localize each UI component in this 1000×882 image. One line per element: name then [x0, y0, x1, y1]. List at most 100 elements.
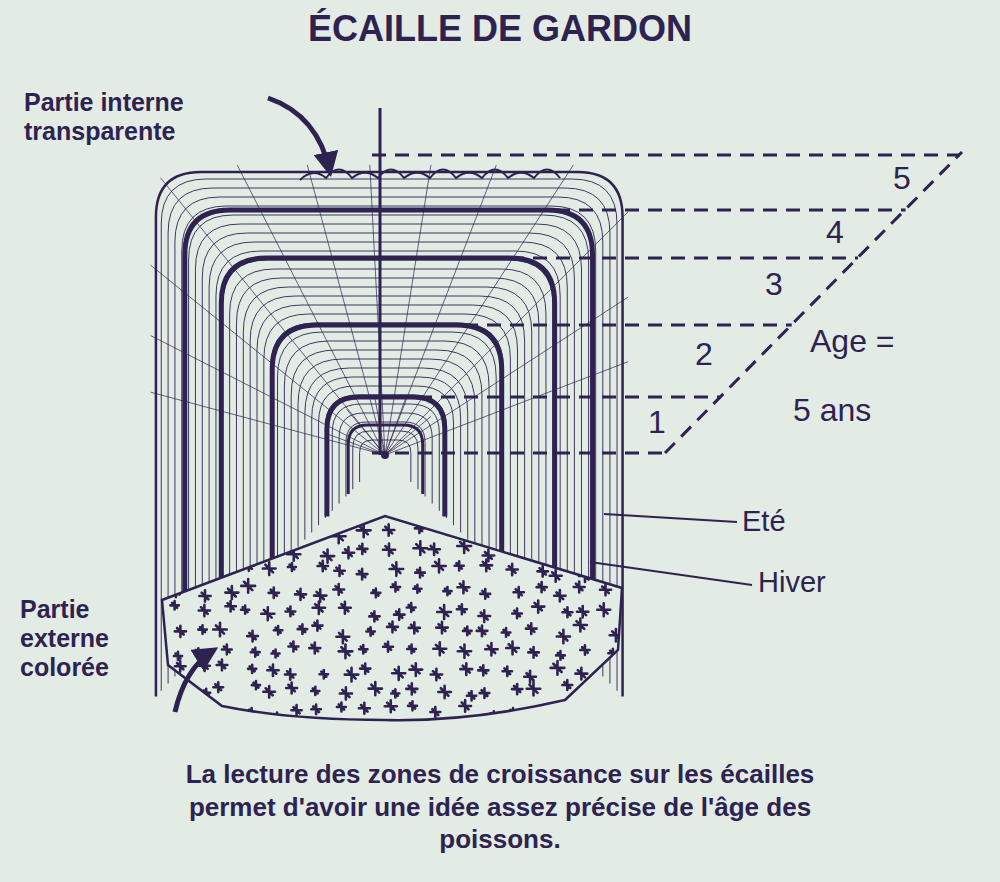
pigment-star — [436, 622, 448, 634]
radial-lines — [0, 36, 777, 455]
growth-ring — [339, 413, 432, 504]
pigment-star — [580, 645, 589, 654]
pigment-star — [194, 648, 202, 656]
season-label: Hiver — [758, 566, 826, 599]
pigment-star — [274, 626, 283, 635]
pigment-star — [556, 651, 565, 660]
pigment-star — [483, 550, 495, 562]
pigment-star — [502, 531, 511, 540]
pigment-star — [311, 687, 319, 695]
age-dash-line — [372, 324, 792, 327]
pigment-star — [263, 562, 276, 575]
leader-line — [590, 562, 752, 585]
pigment-star — [443, 526, 452, 535]
focus-ring — [348, 425, 423, 494]
pigment-star — [286, 683, 297, 694]
pigment-star — [583, 551, 592, 560]
pigment-star — [537, 582, 547, 592]
pigment-star — [360, 663, 370, 673]
pigment-star — [406, 683, 417, 694]
pigment-star — [608, 682, 618, 692]
pigment-star — [575, 668, 587, 680]
pigment-star — [251, 648, 260, 657]
pigment-star — [556, 701, 565, 710]
pigment-star — [267, 665, 278, 676]
pigment-star — [557, 630, 570, 643]
pigment-star — [538, 707, 547, 716]
pointer-arrow — [268, 98, 330, 172]
callout-number: 1 — [648, 404, 666, 441]
callout-number: 4 — [826, 214, 844, 251]
pigment-star — [582, 708, 591, 717]
pigment-star — [478, 665, 488, 675]
colored-part — [162, 516, 622, 720]
pigment-star — [562, 680, 572, 690]
pigment-star — [218, 544, 231, 557]
pigment-star — [201, 571, 210, 580]
pigment-star — [556, 524, 569, 537]
pigment-star — [392, 667, 405, 680]
pigment-star — [506, 540, 519, 553]
pigment-star — [170, 547, 182, 559]
pigment-star — [503, 667, 512, 676]
pigment-star — [309, 643, 320, 654]
radius-line — [385, 158, 682, 455]
pigment-star — [334, 565, 344, 575]
pigment-star — [480, 560, 492, 572]
pigment-star — [480, 589, 490, 599]
pigment-star — [394, 609, 404, 619]
pigment-star — [222, 709, 234, 721]
pigment-star — [390, 562, 404, 576]
pigment-star — [550, 570, 562, 582]
pigment-star — [298, 624, 307, 633]
pigment-star — [318, 561, 328, 571]
pigment-star — [438, 686, 451, 699]
pigment-star — [166, 679, 178, 691]
pigment-star — [415, 568, 425, 578]
pigment-star — [225, 586, 238, 599]
pigment-star — [537, 566, 548, 577]
pigment-star — [174, 652, 182, 660]
pigment-star — [415, 524, 424, 533]
pigment-star — [357, 544, 367, 554]
pigment-star — [409, 663, 422, 676]
age-dash-line — [372, 209, 906, 212]
pigment-star — [461, 525, 470, 534]
pigment-star — [333, 584, 344, 595]
pigment-star — [575, 688, 589, 702]
pigment-star — [507, 564, 518, 575]
winter-ring — [327, 397, 445, 516]
pigment-star — [550, 547, 562, 559]
pigment-star — [285, 669, 296, 680]
pigment-star — [582, 522, 591, 531]
pigment-star — [199, 590, 210, 601]
pigment-star — [366, 627, 374, 635]
pigment-star — [295, 589, 306, 600]
age-label: 5 ans — [793, 392, 871, 429]
pigment-star — [383, 642, 393, 652]
callout-number: 2 — [695, 336, 713, 373]
pigment-star — [337, 703, 346, 712]
pigment-star — [455, 561, 464, 570]
pigment-star — [252, 681, 260, 689]
pigment-star — [371, 588, 380, 597]
age-dash-line — [372, 452, 665, 455]
pigment-star — [551, 661, 565, 675]
pigment-star — [603, 671, 612, 680]
pigment-star — [198, 625, 207, 634]
callout-number: 3 — [765, 266, 783, 303]
pigment-star — [457, 539, 471, 553]
pigment-star — [291, 705, 301, 715]
pigment-star — [457, 581, 469, 593]
pigment-star — [313, 602, 325, 614]
pigment-star — [383, 524, 394, 535]
pigment-star — [170, 601, 178, 609]
pigment-star — [512, 684, 522, 694]
pigment-star — [457, 604, 467, 614]
pigment-star — [460, 663, 472, 675]
pigment-star — [562, 607, 572, 617]
pigment-star — [526, 623, 537, 634]
pigment-star — [579, 570, 591, 582]
pigment-star — [340, 687, 352, 699]
pigment-star — [357, 523, 371, 537]
